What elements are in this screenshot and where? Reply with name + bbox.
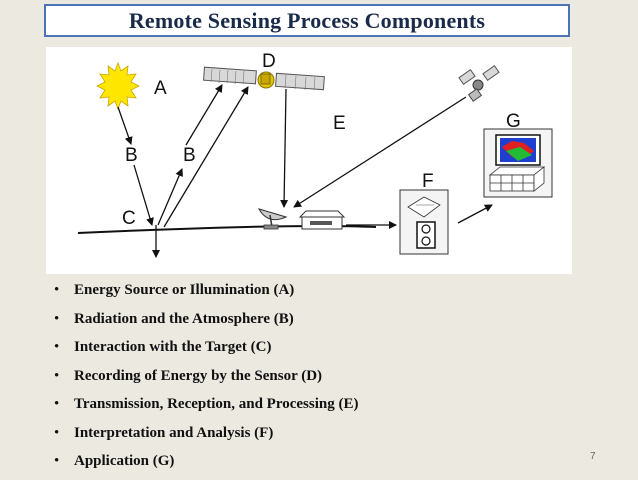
slide-title: Remote Sensing Process Components: [128, 7, 486, 33]
reflect-to-b-arrow: [157, 168, 183, 226]
relay-satellite-icon: [458, 65, 500, 102]
sun-icon: [96, 61, 140, 111]
label-b-left: B: [125, 145, 138, 166]
list-item: •Transmission, Reception, and Processing…: [54, 396, 359, 412]
satellite-to-dish-arrow: [280, 88, 289, 208]
ground-station-building-icon: [298, 210, 346, 230]
page-number: 7: [590, 451, 596, 462]
component-list: •Energy Source or Illumination (A) •Radi…: [54, 280, 358, 480]
receiving-dish-icon: [257, 208, 288, 230]
bullet-icon: •: [54, 310, 60, 327]
bullet-icon: •: [54, 367, 60, 384]
list-item: •Interpretation and Analysis (F): [54, 424, 274, 441]
label-b-right: B: [183, 145, 196, 166]
label-e: E: [333, 113, 346, 134]
b-to-c-arrow: [133, 164, 154, 226]
list-item: •Recording of Energy by the Sensor (D): [54, 367, 323, 384]
label-g: G: [506, 111, 521, 132]
interpretation-box: [399, 189, 449, 255]
title-box: Remote Sensing Process Components: [44, 4, 570, 37]
bullet-icon: •: [54, 282, 60, 298]
satellite-icon: [203, 66, 325, 91]
remote-sensing-diagram: A B B C D E F G: [46, 47, 572, 274]
list-item: •Application (G): [54, 453, 175, 469]
radiation-path-arrows: [117, 84, 493, 258]
f-to-g-arrow: [457, 204, 493, 224]
bullet-icon: •: [54, 453, 60, 469]
sun-to-b-arrow: [117, 106, 133, 145]
list-item: •Energy Source or Illumination (A): [54, 282, 295, 298]
b-to-satellite-arrow: [185, 84, 223, 146]
label-c: C: [122, 208, 136, 229]
list-item: •Radiation and the Atmosphere (B): [54, 310, 294, 327]
application-box: [483, 128, 553, 198]
list-item: •Interaction with the Target (C): [54, 339, 272, 355]
diagram-canvas: A B B C D E F G: [77, 51, 553, 258]
bullet-icon: •: [54, 396, 60, 412]
reflect-to-satellite-arrow: [163, 86, 249, 228]
label-d: D: [262, 51, 276, 72]
relay-to-dish-arrow: [293, 96, 467, 208]
label-f: F: [422, 171, 434, 192]
bullet-icon: •: [54, 339, 60, 355]
label-a: A: [154, 78, 167, 99]
bullet-icon: •: [54, 424, 60, 441]
